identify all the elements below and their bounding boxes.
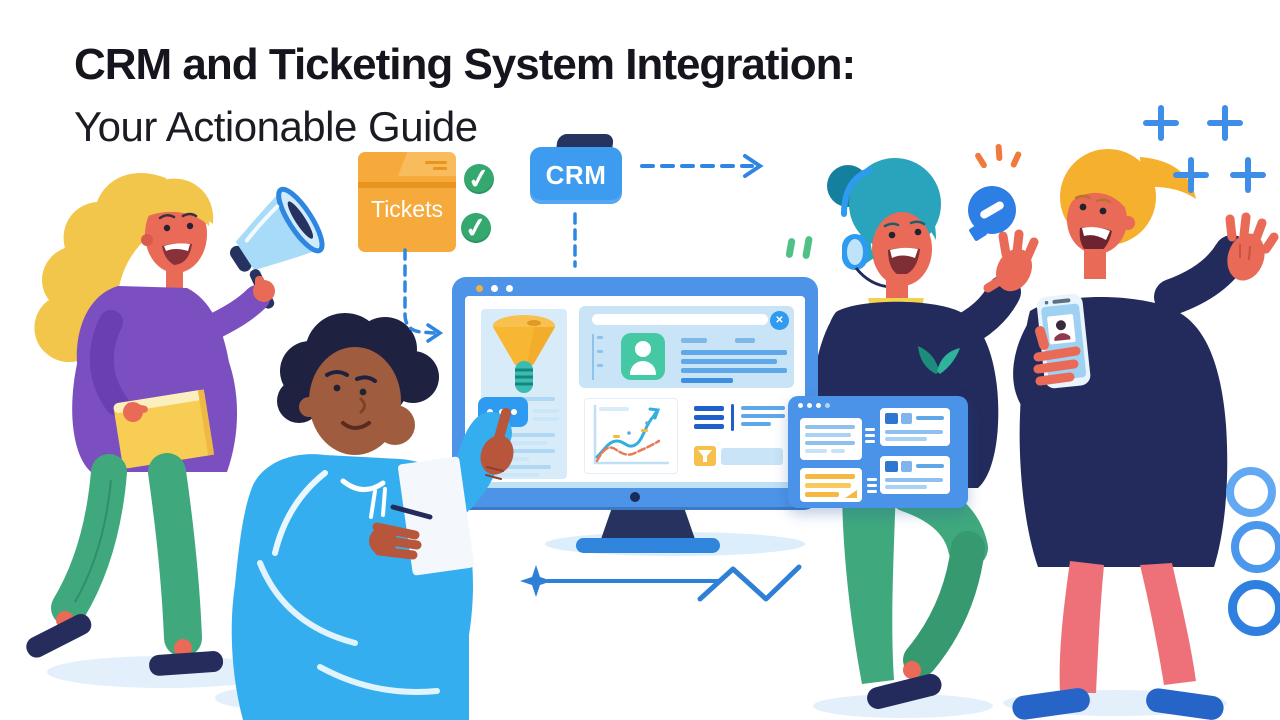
window-dot-icon: [491, 285, 498, 292]
leaf-decoration: [918, 346, 960, 374]
checkmark-icon: ✓: [462, 162, 496, 196]
pointing-hand: [480, 408, 514, 480]
sparkle-line-decoration: [520, 564, 802, 602]
raised-palm: [1225, 212, 1279, 281]
plus-icon: [1207, 105, 1243, 141]
ticket-card: [880, 408, 950, 446]
search-bar: [592, 314, 768, 325]
spark-icon: [995, 143, 1003, 162]
monitor-stand-base: [576, 538, 720, 553]
circle-icon: [1226, 467, 1276, 517]
dashboard-sidebar: [478, 309, 567, 479]
zigzag-icon: [697, 564, 802, 602]
funnel-icon: [694, 446, 716, 466]
page-subtitle: Your Actionable Guide: [74, 103, 478, 150]
hand-holding-phone: [1033, 326, 1081, 386]
window-dot-icon: [506, 285, 513, 292]
contact-card: [1047, 314, 1076, 345]
message-bubble-icon: [968, 186, 1016, 234]
man-with-phone-illustration: [1003, 149, 1279, 720]
tickets-folder-label: Tickets: [371, 196, 443, 222]
ticket-card: [880, 456, 950, 494]
webcam-dot-icon: [630, 492, 640, 502]
tickets-folder: Tickets: [358, 152, 456, 252]
pen: [390, 504, 433, 520]
circle-icon: [1231, 521, 1280, 573]
window-dot-icon: [476, 285, 483, 292]
quote-mark-icon: [785, 237, 796, 259]
woman-with-megaphone-illustration: [26, 172, 325, 688]
ticket-board-panel: [788, 396, 968, 508]
plus-icon: [1173, 157, 1209, 193]
circle-icon: [1228, 580, 1280, 636]
arrow-crm-to-agent: [640, 154, 764, 178]
plus-icon: [1230, 157, 1266, 193]
page-title: CRM and Ticketing System Integration:: [74, 40, 856, 89]
sparkle-icon: [520, 565, 552, 597]
megaphone-icon: [229, 186, 325, 309]
plus-icon: [1143, 105, 1179, 141]
analytics-chart: [585, 399, 677, 473]
avatar-icon: [621, 333, 665, 380]
funnel-illustration: [493, 315, 555, 393]
man-in-hoodie-illustration: [215, 313, 514, 720]
waving-hand: [983, 229, 1039, 293]
note-card-yellow: [800, 468, 862, 502]
contact-card: ✕: [579, 306, 794, 388]
monitor-dashboard: ✕: [452, 277, 818, 510]
crm-folder: CRM: [530, 134, 622, 204]
dashboard-screen: ✕: [465, 296, 805, 482]
checkmark-icon: ✓: [459, 211, 493, 245]
crm-folder-label: CRM: [545, 160, 607, 190]
monitor-stand: [600, 506, 696, 542]
close-icon: ✕: [770, 311, 789, 330]
note-card: [800, 418, 862, 460]
hand-holding-clipboard: [369, 522, 422, 560]
